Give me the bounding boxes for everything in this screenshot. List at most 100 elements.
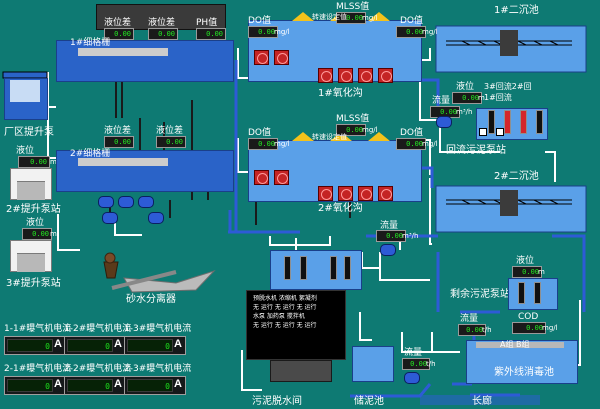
flow-label-3: 流量 <box>404 348 423 358</box>
return-pump-4[interactable] <box>536 110 543 134</box>
ditch-2-mlss-unit: mg/l <box>362 126 378 134</box>
lift-station-2-level-unit: m <box>50 230 57 238</box>
residual-pump-2[interactable] <box>534 282 541 304</box>
ditch-2-aerator-6[interactable] <box>378 186 393 201</box>
dewatering-panel-line-3: 水泵 加药泵 搅拌机 <box>253 313 305 320</box>
return-pump-status-1 <box>479 128 487 136</box>
blower-current-display: 0 <box>7 379 53 392</box>
ditch-1-aerator-6[interactable] <box>378 68 393 83</box>
blower-current-unit: A <box>174 378 182 390</box>
grit-separator-motor <box>104 252 116 264</box>
return-pump-3[interactable] <box>520 110 527 134</box>
ditch-1-aerator-4[interactable] <box>338 68 353 83</box>
screen-pump-2[interactable] <box>118 196 134 208</box>
blower-meter-label: 1-1#曝气机电流 <box>4 324 72 334</box>
flow-readout-2: 0.00 <box>458 324 486 336</box>
flow-readout-1: 0.00 <box>376 230 406 242</box>
flow-pump-3[interactable] <box>404 372 420 384</box>
residual-sludge-well <box>508 278 558 310</box>
blower-meter-label: 2-1#曝气机电流 <box>4 364 72 374</box>
uv-lamp-rack <box>476 342 564 348</box>
ditch-1-mlss-unit: mg/l <box>362 14 378 22</box>
flow-readout-3: 0.00 <box>402 358 430 370</box>
screen-pump-1[interactable] <box>98 196 114 208</box>
ditch-2-do-left-unit: mg/l <box>274 140 290 148</box>
blower-meter-label: 1-2#曝气机电流 <box>64 324 132 334</box>
lift-station-2-title: 2#提升泵站 <box>6 204 61 215</box>
ditch-2-canopy-1 <box>292 132 314 141</box>
return-sludge-level-readout: 0.00 <box>452 92 482 104</box>
return-sludge-level-label: 液位 <box>456 82 475 92</box>
ditch-2-aerator-4[interactable] <box>338 186 353 201</box>
dewatering-panel-line-2: 无 运行 无 运行 无 运行 <box>253 304 317 311</box>
ditch-2-setting-note: 转速设定值 <box>312 133 347 141</box>
dewatering-panel-line-1: 预脱水机 浓缩机 絮凝剂 <box>253 295 317 302</box>
grit-separator-title: 砂水分离器 <box>126 294 176 305</box>
return-pump-2[interactable] <box>504 110 511 134</box>
residual-pump-1[interactable] <box>518 282 525 304</box>
return-pump-status-2 <box>496 128 504 136</box>
flow-unit-2: t/h <box>482 326 492 334</box>
ditch-2-mlss-readout: 0.00 <box>336 124 366 136</box>
residual-sludge-level-readout: 0.00 <box>512 266 542 278</box>
ditch-1-aerator-3[interactable] <box>318 68 333 83</box>
blower-current-unit: A <box>114 378 122 390</box>
lift-station-3-door <box>17 253 45 272</box>
ditch-1-aerator-2[interactable] <box>274 50 289 65</box>
return-pump-1[interactable] <box>488 110 495 134</box>
ditch-2-aerator-3[interactable] <box>318 186 333 201</box>
cod-readout: 0.00 <box>512 322 546 334</box>
plant-lift-pump-screen <box>10 80 40 102</box>
ditch-2-aerator-5[interactable] <box>358 186 373 201</box>
cod-label: COD <box>518 312 539 322</box>
blower-current-unit: A <box>114 338 122 350</box>
fine-screen-1-ph: PH值 <box>196 18 218 28</box>
cod-unit: mg/l <box>542 324 558 332</box>
dosing-device-4[interactable] <box>344 256 351 280</box>
ditch-1-setting-note: 转速设定值 <box>312 13 347 21</box>
residual-sludge-level-label: 液位 <box>516 256 535 266</box>
flow-pump-1[interactable] <box>380 244 396 256</box>
fine-screen-1-level-diff-1: 液位差 <box>104 18 132 28</box>
dosing-device-1[interactable] <box>284 256 291 280</box>
lift-station-2-level-readout: 0.00 <box>22 228 52 240</box>
sludge-storage-tank <box>352 346 394 382</box>
clarifier-1-center-column <box>500 30 518 56</box>
ditch-2-canopy-2 <box>330 132 352 141</box>
ditch-1-do-right-unit: mg/l <box>422 28 438 36</box>
clarifier-2-title: 2#二沉池 <box>494 171 539 182</box>
ditch-2-aerator-2[interactable] <box>274 170 289 185</box>
screen-pump-4[interactable] <box>102 212 118 224</box>
ditch-1-mlss-readout: 0.00 <box>336 12 366 24</box>
screen-pump-5[interactable] <box>148 212 164 224</box>
return-sludge-transfer-pump[interactable] <box>436 116 452 128</box>
blower-meter-label: 2-2#曝气机电流 <box>64 364 132 374</box>
blower-current-unit: A <box>174 338 182 350</box>
plant-lift-level-readout: 0.00 <box>18 156 50 168</box>
ditch-1-aerator-1[interactable] <box>254 50 269 65</box>
fine-screen-1-rake <box>78 48 168 56</box>
dosing-device-2[interactable] <box>300 256 307 280</box>
fine-screen-2-channel <box>56 150 234 192</box>
blower-current-unit: A <box>54 338 62 350</box>
plant-lift-station-title: 厂区提升泵 <box>4 127 54 138</box>
dewatering-status-panel: 预脱水机 浓缩机 絮凝剂 无 运行 无 运行 无 运行 水泵 加药泵 搅拌机 无… <box>246 290 346 360</box>
blower-current-display: 0 <box>67 379 113 392</box>
ditch-1-canopy-3 <box>368 12 390 21</box>
plant-lift-level-unit: m <box>50 158 57 166</box>
flow-label-1: 流量 <box>380 221 399 231</box>
blower-meter-label: 2-3#曝气机电流 <box>124 364 192 374</box>
grit-separator-body <box>103 261 119 279</box>
uv-ab-label: A组 B组 <box>500 340 530 349</box>
screen-pump-3[interactable] <box>138 196 154 208</box>
return-sludge-level-unit: m <box>478 94 485 102</box>
dosing-device-3[interactable] <box>330 256 337 280</box>
residual-sludge-level-unit: m <box>538 268 545 276</box>
ditch-1-aerator-5[interactable] <box>358 68 373 83</box>
flow-unit-1: m³/h <box>402 232 419 240</box>
ditch-2-aerator-1[interactable] <box>254 170 269 185</box>
